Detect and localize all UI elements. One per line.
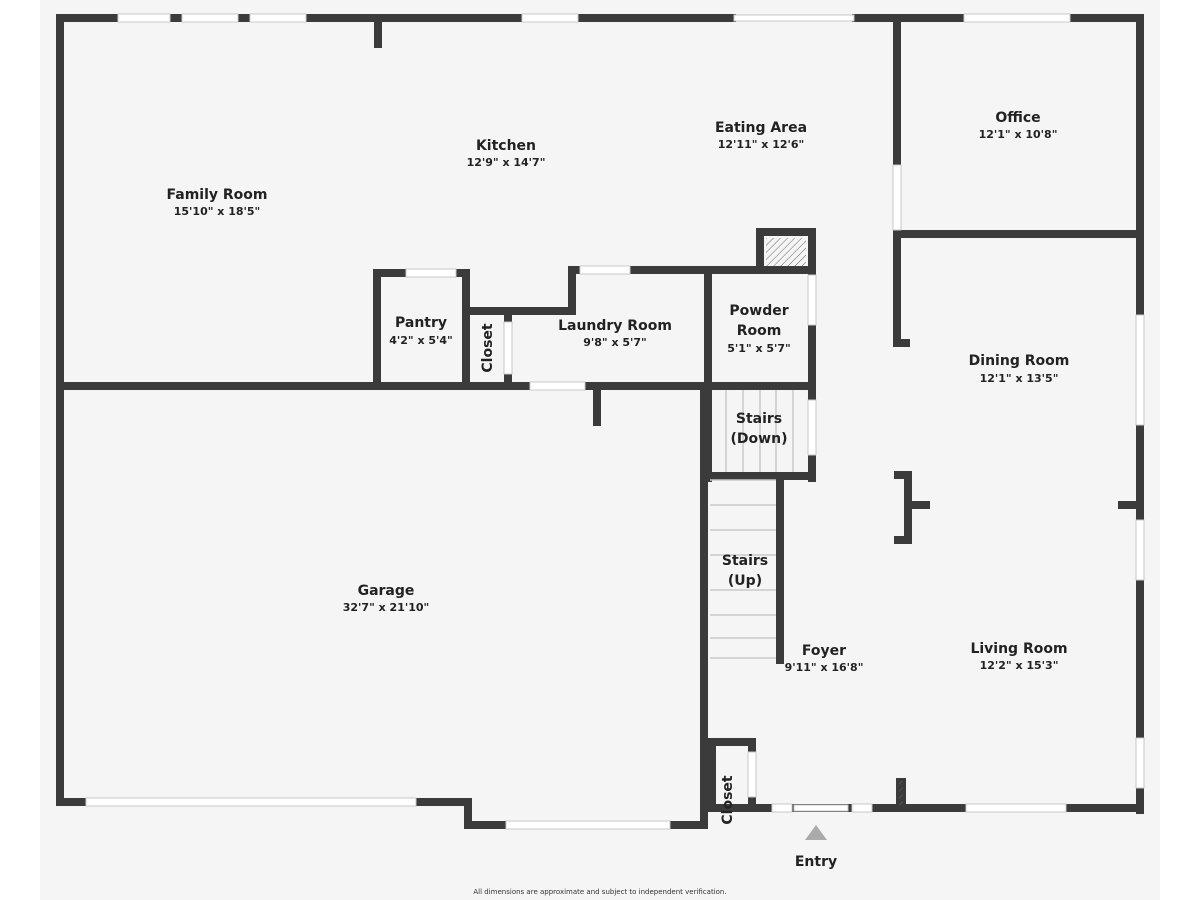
svg-text:12'9" x 14'7": 12'9" x 14'7" xyxy=(467,156,546,169)
svg-text:9'11" x 16'8": 9'11" x 16'8" xyxy=(785,661,864,674)
room-laundry: Laundry Room xyxy=(558,318,672,334)
room-powder: Powder xyxy=(729,303,788,319)
svg-text:5'1" x 5'7": 5'1" x 5'7" xyxy=(727,342,791,355)
entry-arrow-icon xyxy=(805,825,827,840)
room-family-room: Family Room xyxy=(167,187,268,203)
room-closet-foyer: Closet xyxy=(720,775,736,825)
svg-text:(Down): (Down) xyxy=(731,431,788,447)
svg-text:(Up): (Up) xyxy=(728,573,762,589)
room-eating-area: Eating Area xyxy=(715,120,807,136)
floor-plan-page xyxy=(40,0,1160,900)
stairs-up-treads xyxy=(710,479,776,659)
room-labels: Family Room 15'10" x 18'5" Kitchen 12'9"… xyxy=(167,110,1070,825)
room-office: Office xyxy=(995,110,1040,126)
svg-text:12'11" x 12'6": 12'11" x 12'6" xyxy=(718,138,805,151)
windows xyxy=(85,13,1145,830)
svg-text:4'2" x 5'4": 4'2" x 5'4" xyxy=(389,334,453,347)
svg-text:9'8" x 5'7": 9'8" x 5'7" xyxy=(583,336,647,349)
stairs-down-treads xyxy=(725,390,794,472)
room-dining: Dining Room xyxy=(969,353,1070,369)
svg-text:32'7" x 21'10": 32'7" x 21'10" xyxy=(343,601,430,614)
room-foyer: Foyer xyxy=(802,643,846,659)
room-garage: Garage xyxy=(358,583,415,599)
svg-text:12'1" x 13'5": 12'1" x 13'5" xyxy=(980,372,1059,385)
svg-text:12'1" x 10'8": 12'1" x 10'8" xyxy=(979,128,1058,141)
room-stairs-up: Stairs xyxy=(722,553,768,569)
room-closet: Closet xyxy=(480,323,496,373)
room-kitchen: Kitchen xyxy=(476,138,536,154)
room-stairs-down: Stairs xyxy=(736,411,782,427)
chimney xyxy=(766,238,806,266)
entry-label: Entry xyxy=(795,854,837,870)
svg-text:12'2" x 15'3": 12'2" x 15'3" xyxy=(980,659,1059,672)
disclaimer: All dimensions are approximate and subje… xyxy=(473,888,726,896)
svg-text:Room: Room xyxy=(737,323,782,339)
svg-text:15'10" x 18'5": 15'10" x 18'5" xyxy=(174,205,261,218)
room-pantry: Pantry xyxy=(395,315,447,331)
room-living: Living Room xyxy=(970,641,1067,657)
